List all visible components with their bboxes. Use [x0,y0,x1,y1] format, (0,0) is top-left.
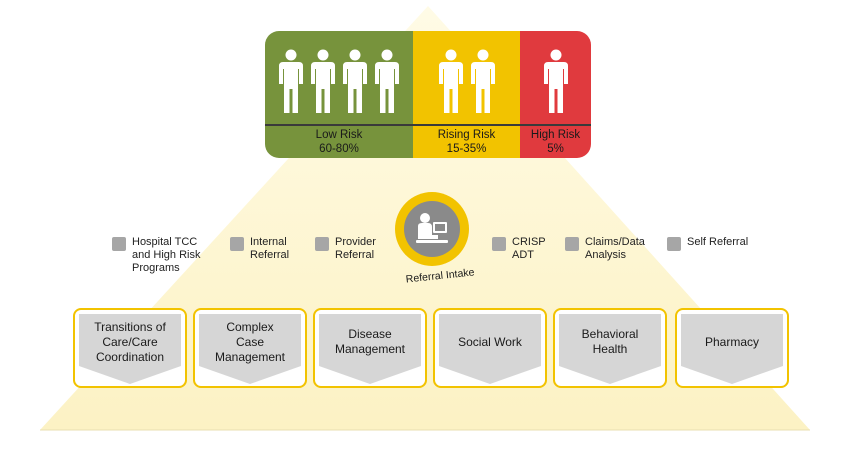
service-label: Transitions of Care/Care Coordination [94,319,166,364]
service-complex-case-management: Complex Case Management [193,308,307,388]
referral-source-label: CRISP ADT [512,236,546,261]
square-bullet-icon [667,237,681,251]
person-icon [343,49,367,113]
referral-source-label: Hospital TCC and High Risk Programs [132,236,201,274]
people-group-low [265,49,413,119]
referral-source-label: Internal Referral [250,236,290,261]
chevron-tile [559,314,661,384]
referral-source-self: Self Referral [667,236,748,251]
referral-source-provider: Provider Referral [315,236,376,262]
risk-tier-label: Low Risk 60-80% [265,128,413,156]
risk-tier-low: Low Risk 60-80% [265,31,413,158]
risk-tier-rising: Rising Risk 15-35% [413,31,520,158]
service-label: Disease Management [334,327,406,356]
referral-source-label: Claims/Data Analysis [585,236,645,261]
person-icon [543,49,568,113]
service-social-work: Social Work [433,308,547,388]
people-group-high [520,49,591,119]
risk-tier-name: Low Risk [315,129,363,141]
service-disease-management: Disease Management [313,308,427,388]
service-label: Complex Case Management [214,319,286,364]
risk-tier-name: High Risk [530,129,581,141]
person-icon [438,49,463,113]
person-icon [470,49,495,113]
people-group-rising [413,49,520,119]
risk-tier-high: High Risk 5% [520,31,591,158]
square-bullet-icon [565,237,579,251]
divider-line [265,124,413,126]
risk-tier-percent: 15-35% [446,143,487,155]
chevron-tile [681,314,783,384]
chevron-tile [439,314,541,384]
person-icon [311,49,335,113]
person-at-laptop-icon [416,213,448,243]
service-transitions-of-care: Transitions of Care/Care Coordination [73,308,187,388]
chevron-tile [319,314,421,384]
referral-source-label: Self Referral [687,236,749,248]
square-bullet-icon [315,237,329,251]
square-bullet-icon [230,237,244,251]
risk-tier-name: Rising Risk [437,129,496,141]
service-behavioral-health: Behavioral Health [553,308,667,388]
person-icon [279,49,303,113]
service-label: Social Work [458,334,522,349]
referral-intake-text: Referral Intake [405,266,475,284]
square-bullet-icon [112,237,126,251]
service-pharmacy: Pharmacy [675,308,789,388]
referral-source-internal: Internal Referral [230,236,289,262]
person-icon [375,49,399,113]
risk-tier-percent: 60-80% [319,143,359,155]
risk-tier-label: Rising Risk 15-35% [413,128,520,156]
risk-stratification-banner: Low Risk 60-80% Rising Risk 15-35% High … [265,31,591,158]
chevron-tile [199,314,301,384]
referral-source-label: Provider Referral [335,236,376,261]
referral-source-crisp-adt: CRISP ADT [492,236,546,262]
service-label: Behavioral Health [581,327,639,356]
chevron-tile [79,314,181,384]
divider-line [520,124,591,126]
referral-source-hospital-tcc: Hospital TCC and High Risk Programs [112,236,200,275]
risk-tier-label: High Risk 5% [520,128,591,156]
risk-tier-percent: 5% [547,143,564,155]
square-bullet-icon [492,237,506,251]
referral-intake-label: Referral Intake [405,266,475,284]
referral-source-claims-data: Claims/Data Analysis [565,236,645,262]
service-label: Pharmacy [704,334,760,349]
divider-line [413,124,520,126]
